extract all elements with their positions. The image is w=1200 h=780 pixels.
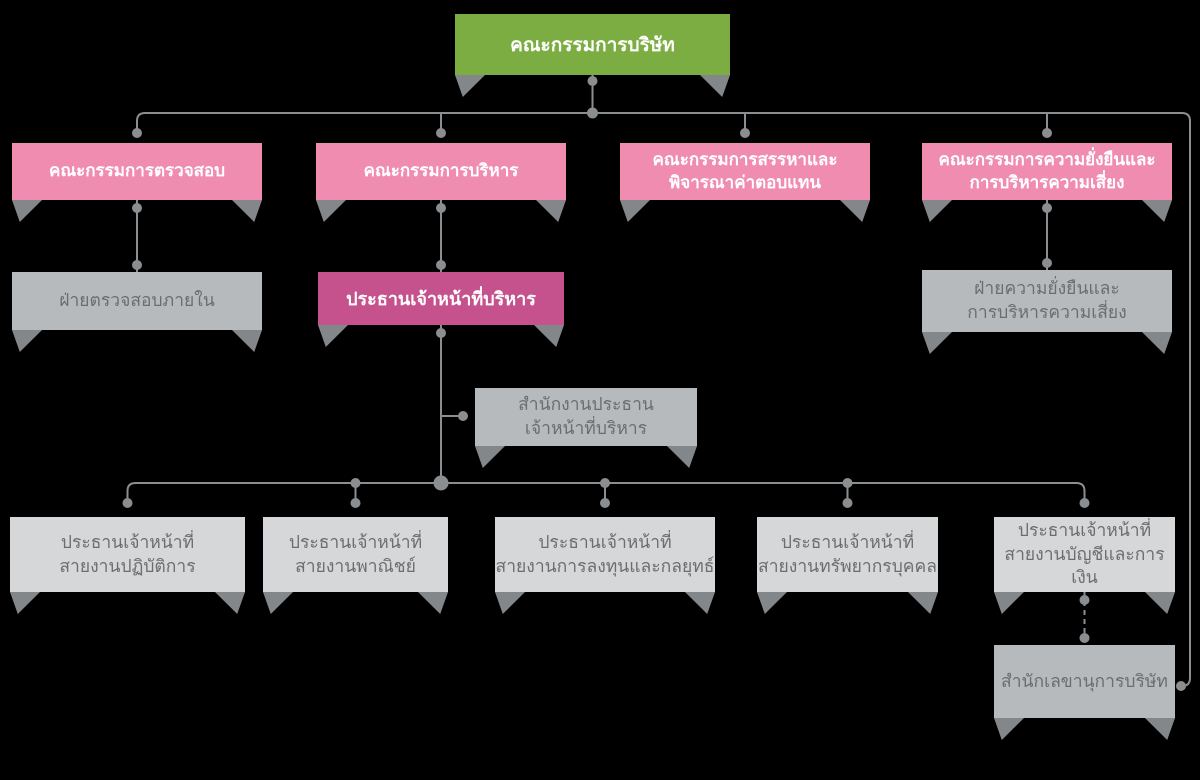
node-ceo-office: สำนักงานประธาน เจ้าหน้าที่บริหาร	[475, 388, 697, 446]
node-ceo: ประธานเจ้าหน้าที่บริหาร	[318, 272, 564, 325]
node-chief-finance-accounting: ประธานเจ้าหน้าที่ สายงานบัญชีและการเงิน	[994, 517, 1175, 592]
node-board-of-directors: คณะกรรมการบริษัท	[455, 14, 730, 75]
node-executive-committee: คณะกรรมการบริหาร	[316, 143, 566, 200]
node-company-secretary-office: สำนักเลขานุการบริษัท	[994, 645, 1175, 718]
node-nomination-remuneration-committee: คณะกรรมการสรรหาและ พิจารณาค่าตอบแทน	[620, 143, 870, 200]
node-chief-operations: ประธานเจ้าหน้าที่ สายงานปฏิบัติการ	[10, 517, 245, 592]
node-chief-human-resources: ประธานเจ้าหน้าที่ สายงานทรัพยากรบุคคล	[757, 517, 938, 592]
node-chief-investment-strategy: ประธานเจ้าหน้าที่ สายงานการลงทุนและกลยุท…	[495, 517, 715, 592]
node-sustainability-risk-committee: คณะกรรมการความยั่งยืนและ การบริหารความเส…	[922, 143, 1172, 200]
node-chief-commercial: ประธานเจ้าหน้าที่ สายงานพาณิชย์	[263, 517, 448, 592]
node-sustainability-risk-dept: ฝ่ายความยั่งยืนและ การบริหารความเสี่ยง	[922, 270, 1172, 332]
node-internal-audit-dept: ฝ่ายตรวจสอบภายใน	[12, 272, 262, 330]
node-audit-committee: คณะกรรมการตรวจสอบ	[12, 143, 262, 200]
